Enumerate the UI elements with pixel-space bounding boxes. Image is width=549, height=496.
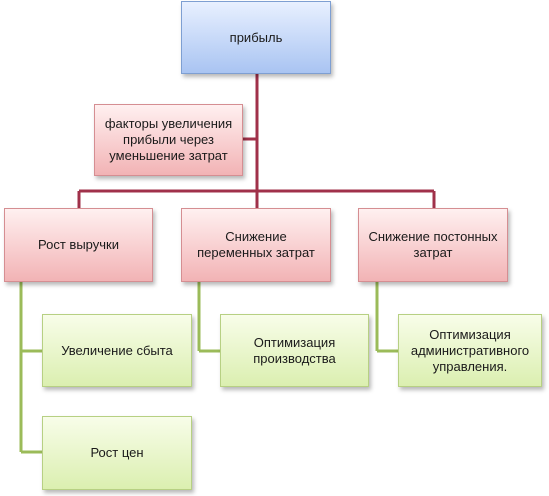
leaf-node-production-optimization: Оптимизация производства <box>220 314 369 387</box>
leaf-node-label: Оптимизация административного управления… <box>410 326 530 374</box>
leaf-node-label: Увеличение сбыта <box>61 342 173 358</box>
root-node-label: прибыль <box>229 29 283 45</box>
branch-node-label: Рост выручки <box>38 237 119 252</box>
assistant-node-cost-factors: факторы увеличения прибыли через уменьше… <box>94 104 243 176</box>
leaf-node-sales-increase: Увеличение сбыта <box>42 314 192 387</box>
branch-node-label: Снижение постонных затрат <box>368 229 498 260</box>
branch-node-revenue-growth: Рост выручки <box>4 208 153 282</box>
assistant-node-label: факторы увеличения прибыли через уменьше… <box>104 116 233 163</box>
branch-node-fixed-costs: Снижение постонных затрат <box>358 208 508 282</box>
leaf-node-label: Рост цен <box>90 445 144 460</box>
root-node-profit: прибыль <box>181 1 331 74</box>
branch-node-label: Снижение переменных затрат <box>197 229 315 260</box>
branch-node-variable-costs: Снижение переменных затрат <box>181 208 331 282</box>
leaf-node-price-growth: Рост цен <box>42 416 192 490</box>
leaf-node-label: Оптимизация производства <box>253 334 336 366</box>
leaf-node-admin-optimization: Оптимизация административного управления… <box>398 314 542 387</box>
